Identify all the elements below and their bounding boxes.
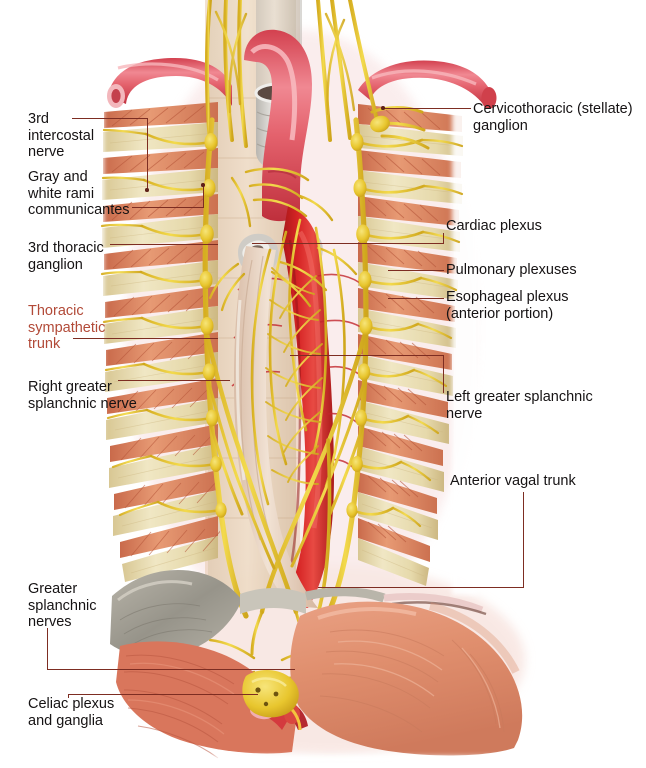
label-third-thoracic-ganglion: 3rd thoracic ganglion — [28, 240, 104, 273]
label-third-intercostal-nerve: 3rd intercostal nerve — [28, 111, 95, 160]
leader-rami-v — [203, 185, 205, 208]
leader-stellate — [383, 108, 471, 110]
label-right-greater-splanchnic-nerve: Right greater splanchnic nerve — [28, 379, 137, 412]
leader-sympathetic-trunk — [73, 338, 218, 340]
leader-third-intercostal — [72, 118, 148, 120]
label-greater-splanchnic-nerves: Greater splanchnic nerves — [28, 581, 97, 630]
label-left-greater-splanchnic-nerve: Left greater splanchnic nerve — [446, 389, 593, 422]
subclavian-artery-left — [107, 58, 232, 108]
leader-celiac-v — [68, 694, 70, 698]
sympathetic-ganglia — [199, 115, 390, 518]
leader-dot-rami — [201, 183, 205, 187]
label-anterior-vagal-trunk: Anterior vagal trunk — [450, 473, 576, 489]
leader-greater-splanchnic-h — [47, 669, 295, 671]
leader-left-splanchnic-v — [443, 355, 445, 393]
leader-third-ganglion — [110, 244, 218, 246]
leader-cardiac-h — [252, 243, 444, 245]
label-cervicothoracic-stellate-ganglion: Cervicothoracic (stellate) ganglion — [473, 101, 633, 134]
leader-right-splanchnic — [118, 380, 230, 382]
label-esophageal-plexus-anterior-portion: Esophageal plexus (anterior portion) — [446, 289, 569, 322]
leader-dot-stellate — [381, 106, 385, 110]
leader-rami — [132, 207, 204, 209]
label-gray-white-rami-communicantes: Gray and white rami communicantes — [28, 169, 130, 218]
label-pulmonary-plexuses: Pulmonary plexuses — [446, 262, 577, 278]
leader-dot-intercostal — [145, 188, 149, 192]
stomach — [290, 601, 523, 756]
subclavian-artery-right — [358, 60, 497, 109]
label-thoracic-sympathetic-trunk: Thoracic sympathetic trunk — [28, 303, 106, 352]
celiac-ganglion — [242, 670, 299, 718]
leader-celiac-h — [68, 694, 258, 696]
label-cardiac-plexus: Cardiac plexus — [446, 218, 542, 234]
leader-greater-splanchnic-v — [47, 628, 49, 670]
leader-third-intercostal-v — [147, 118, 149, 190]
diaphragm-crus — [110, 570, 487, 658]
leader-pulmonary — [388, 270, 444, 272]
ribs-left — [102, 102, 220, 582]
leader-vagal-h — [318, 587, 524, 589]
label-celiac-plexus-and-ganglia: Celiac plexus and ganglia — [28, 696, 115, 729]
leader-esophageal — [388, 298, 444, 300]
leader-cardiac-v — [443, 233, 445, 244]
leader-vagal-v — [523, 492, 525, 588]
leader-left-splanchnic-h — [290, 355, 444, 357]
ribs-right — [358, 104, 463, 586]
